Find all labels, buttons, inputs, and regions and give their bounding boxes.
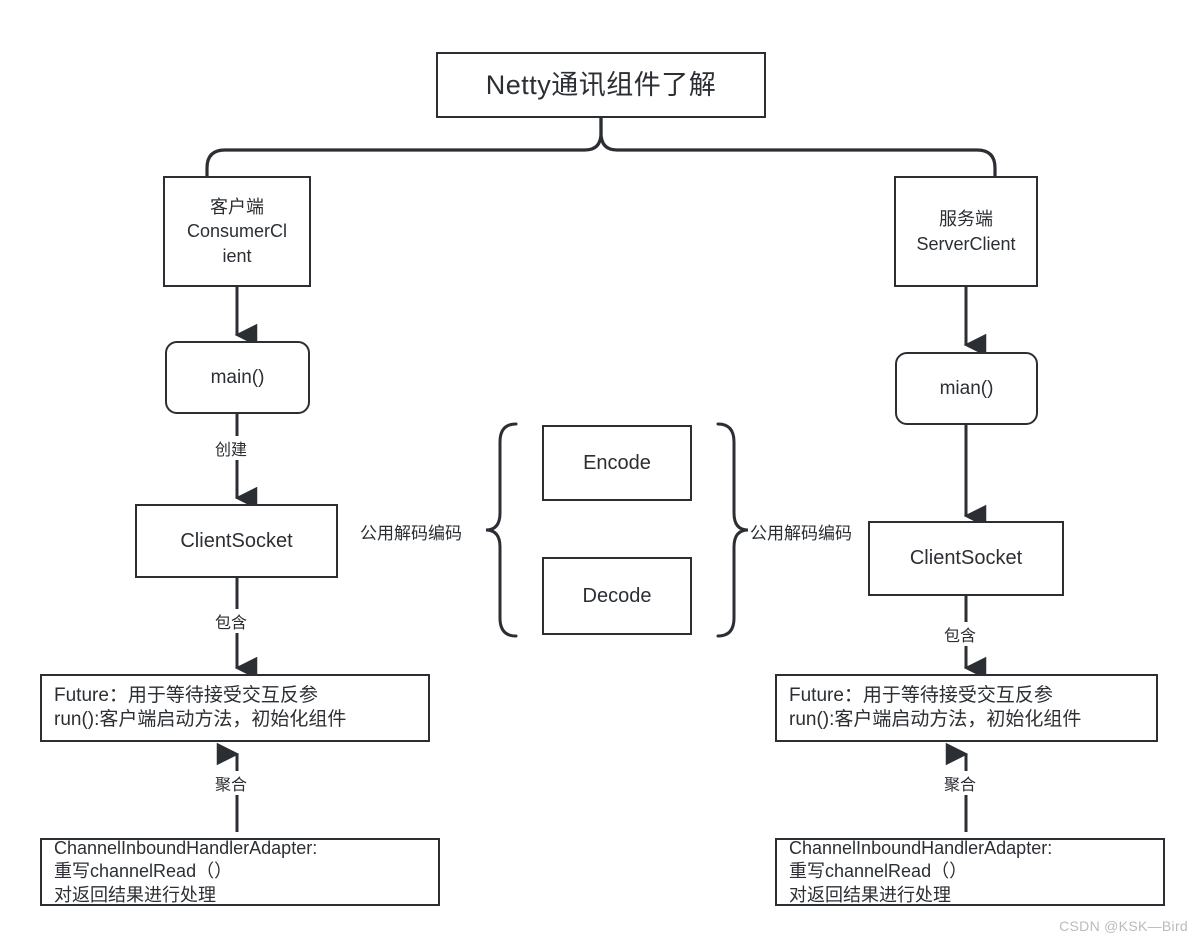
- edge-label-right-contains: 包含: [941, 622, 980, 646]
- node-left-main[interactable]: main(): [165, 341, 310, 414]
- node-right-client-socket[interactable]: ClientSocket: [868, 521, 1064, 596]
- node-right-main-label: mian(): [939, 377, 994, 399]
- node-right-handler-adapter-label: ChannelInboundHandlerAdapter: 重写channelR…: [789, 838, 1053, 905]
- node-encode[interactable]: Encode: [542, 425, 692, 501]
- node-right-future-label: Future：用于等待接受交互反参 run():客户端启动方法，初始化组件: [789, 684, 1082, 730]
- edge-label-left-create: 创建: [212, 436, 251, 460]
- node-right-client-socket-label: ClientSocket: [909, 547, 1023, 569]
- edge-label-right-aggregate: 聚合: [941, 771, 980, 795]
- codec-right-label: 公用解码编码: [750, 524, 852, 543]
- node-consumer-client[interactable]: 客户端 ConsumerCl ient: [163, 176, 311, 287]
- node-right-main[interactable]: mian(): [895, 352, 1038, 425]
- codec-left-brace: [485, 422, 518, 638]
- node-encode-label: Encode: [583, 451, 651, 474]
- node-left-future[interactable]: Future：用于等待接受交互反参 run():客户端启动方法，初始化组件: [40, 674, 430, 742]
- node-left-main-label: main(): [210, 366, 265, 388]
- watermark: CSDN @KSK—Bird: [1059, 918, 1188, 934]
- node-left-handler-adapter[interactable]: ChannelInboundHandlerAdapter: 重写channelR…: [40, 838, 440, 906]
- node-server-client[interactable]: 服务端 ServerClient: [894, 176, 1038, 287]
- node-left-handler-adapter-label: ChannelInboundHandlerAdapter: 重写channelR…: [54, 838, 318, 905]
- node-right-future[interactable]: Future：用于等待接受交互反参 run():客户端启动方法，初始化组件: [775, 674, 1158, 742]
- top-brace: [205, 116, 997, 178]
- codec-right-brace: [716, 422, 749, 638]
- node-decode[interactable]: Decode: [542, 557, 692, 635]
- node-decode-label: Decode: [582, 584, 652, 607]
- codec-left-label: 公用解码编码: [360, 524, 462, 543]
- page-title: Netty通讯组件了解: [485, 69, 717, 100]
- node-left-future-label: Future：用于等待接受交互反参 run():客户端启动方法，初始化组件: [54, 684, 347, 730]
- edge-label-left-contains: 包含: [212, 609, 251, 633]
- node-server-client-label: 服务端 ServerClient: [916, 209, 1016, 254]
- node-right-handler-adapter[interactable]: ChannelInboundHandlerAdapter: 重写channelR…: [775, 838, 1165, 906]
- node-consumer-client-label: 客户端 ConsumerCl ient: [186, 197, 288, 266]
- diagram-title-box: Netty通讯组件了解: [436, 52, 766, 118]
- node-left-client-socket-label: ClientSocket: [180, 529, 293, 552]
- node-left-client-socket[interactable]: ClientSocket: [135, 504, 338, 578]
- edge-label-left-aggregate: 聚合: [212, 771, 251, 795]
